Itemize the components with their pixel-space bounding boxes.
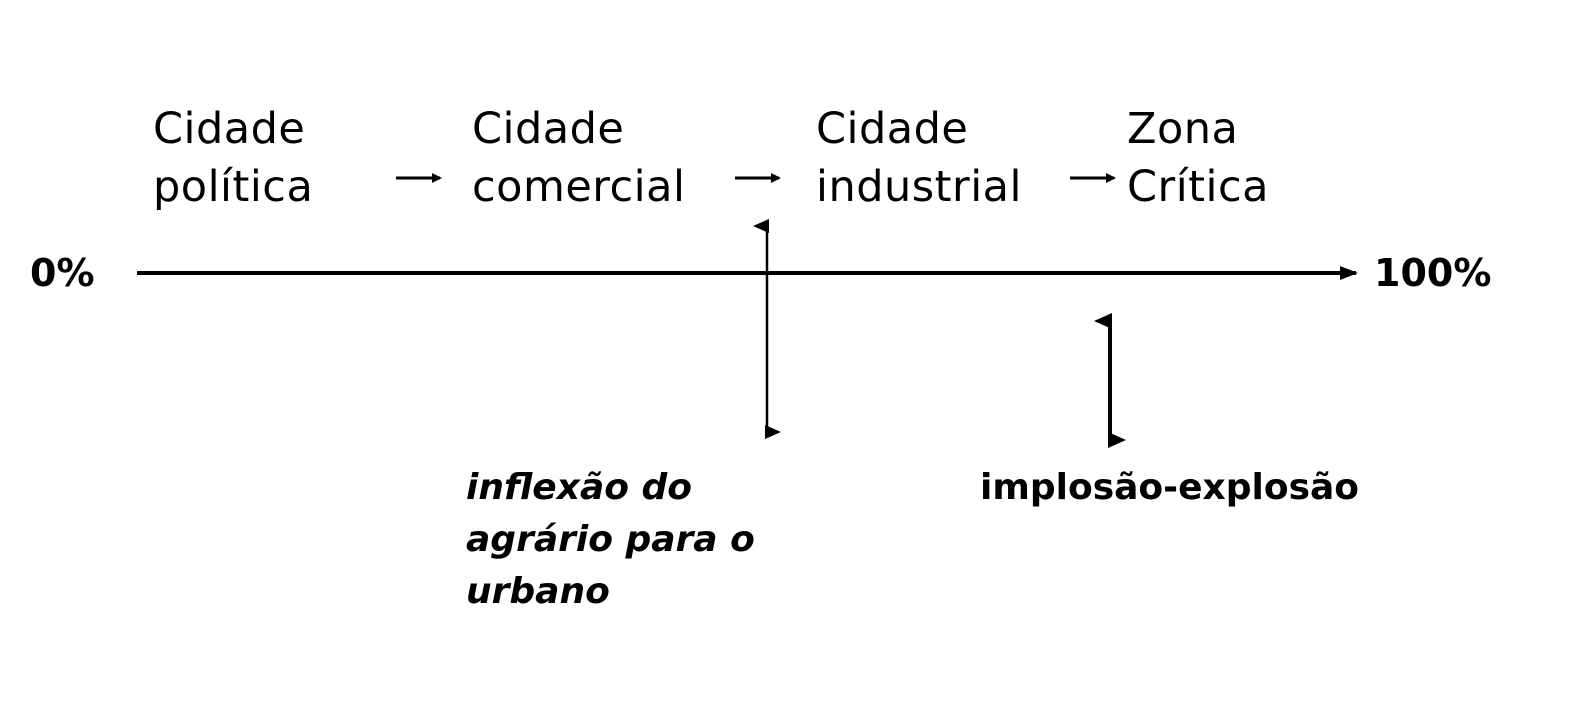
stage-critical-zone: Zona Crítica: [1127, 100, 1269, 216]
stage-label-line2: Crítica: [1127, 162, 1269, 212]
stage-label-line1: Cidade: [816, 104, 969, 154]
stage-label-line2: industrial: [816, 162, 1022, 212]
axis-end-label: 100%: [1374, 251, 1492, 295]
inflection-line1: inflexão do: [466, 467, 693, 508]
stage-label-line2: comercial: [472, 162, 686, 212]
stage-label-line1: Cidade: [472, 104, 625, 154]
inflection-line2: agrário para o: [466, 519, 755, 560]
stage-label-line1: Zona: [1127, 104, 1239, 154]
inflection-line3: urbano: [466, 571, 610, 612]
inflection-annotation: inflexão do agrário para o urbano: [466, 462, 755, 618]
stage-industrial-city: Cidade industrial: [816, 100, 1022, 216]
stage-label-line1: Cidade: [153, 104, 306, 154]
implosion-annotation: implosão-explosão: [980, 467, 1360, 508]
axis-start-label: 0%: [30, 251, 95, 295]
stage-political-city: Cidade política: [153, 100, 313, 216]
stage-commercial-city: Cidade comercial: [472, 100, 685, 216]
stage-label-line2: política: [153, 162, 314, 212]
